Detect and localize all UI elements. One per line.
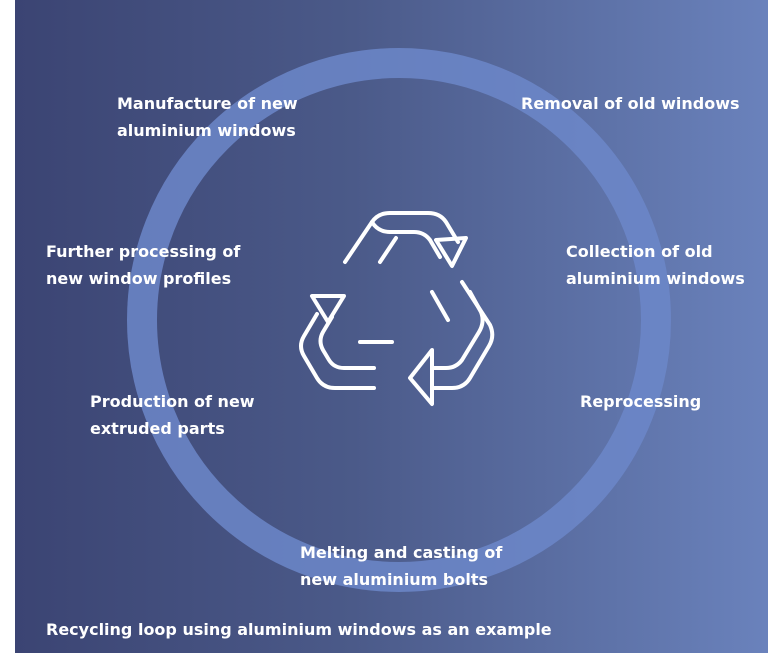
step-melting-line1: Melting and casting of xyxy=(300,543,503,562)
step-removal-line1: Removal of old windows xyxy=(521,94,740,113)
step-removal: Removal of old windows xyxy=(521,90,740,117)
step-production: Production of new extruded parts xyxy=(90,388,255,442)
step-further-line1: Further processing of xyxy=(46,242,241,261)
diagram-caption: Recycling loop using aluminium windows a… xyxy=(46,620,552,639)
step-manufacture: Manufacture of new aluminium windows xyxy=(117,90,298,144)
step-manufacture-line2: aluminium windows xyxy=(117,121,296,140)
step-collection-line1: Collection of old xyxy=(566,242,713,261)
step-collection-line2: aluminium windows xyxy=(566,269,745,288)
step-production-line1: Production of new xyxy=(90,392,255,411)
step-manufacture-line1: Manufacture of new xyxy=(117,94,298,113)
step-reprocessing-line1: Reprocessing xyxy=(580,392,702,411)
step-further-line2: new window profiles xyxy=(46,269,232,288)
step-production-line2: extruded parts xyxy=(90,419,225,438)
step-melting: Melting and casting of new aluminium bol… xyxy=(300,539,502,593)
step-melting-line2: new aluminium bolts xyxy=(300,570,489,589)
step-reprocessing: Reprocessing xyxy=(580,388,701,415)
recycle-icon xyxy=(299,211,495,406)
step-further-processing: Further processing of new window profile… xyxy=(46,238,240,292)
step-collection: Collection of old aluminium windows xyxy=(566,238,745,292)
